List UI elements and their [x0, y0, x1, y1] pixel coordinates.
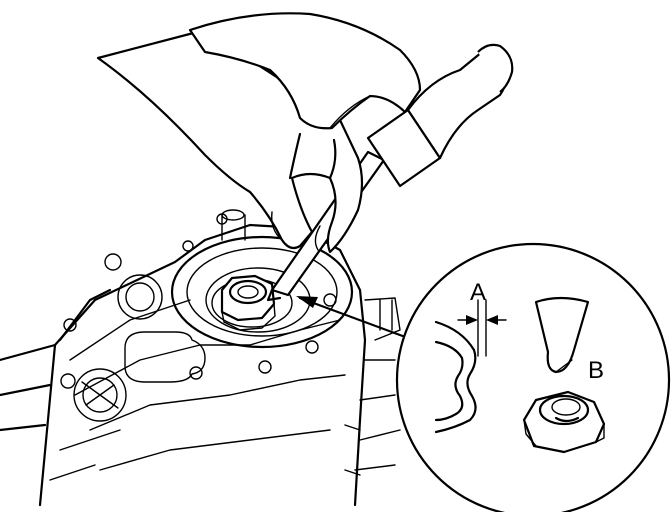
transmission-housing — [0, 209, 401, 507]
right-hand — [188, 12, 422, 130]
label-b: B — [588, 357, 604, 384]
detail-leader-arrow — [296, 296, 410, 340]
dimension-a — [457, 299, 507, 357]
detail-view: A B — [395, 242, 671, 512]
punch-tip-detail — [534, 296, 590, 374]
lock-nut-detail — [522, 390, 606, 454]
collar-section — [434, 320, 477, 434]
lock-nut-installed — [220, 274, 276, 331]
label-a: A — [470, 279, 486, 306]
hammer — [366, 43, 514, 188]
